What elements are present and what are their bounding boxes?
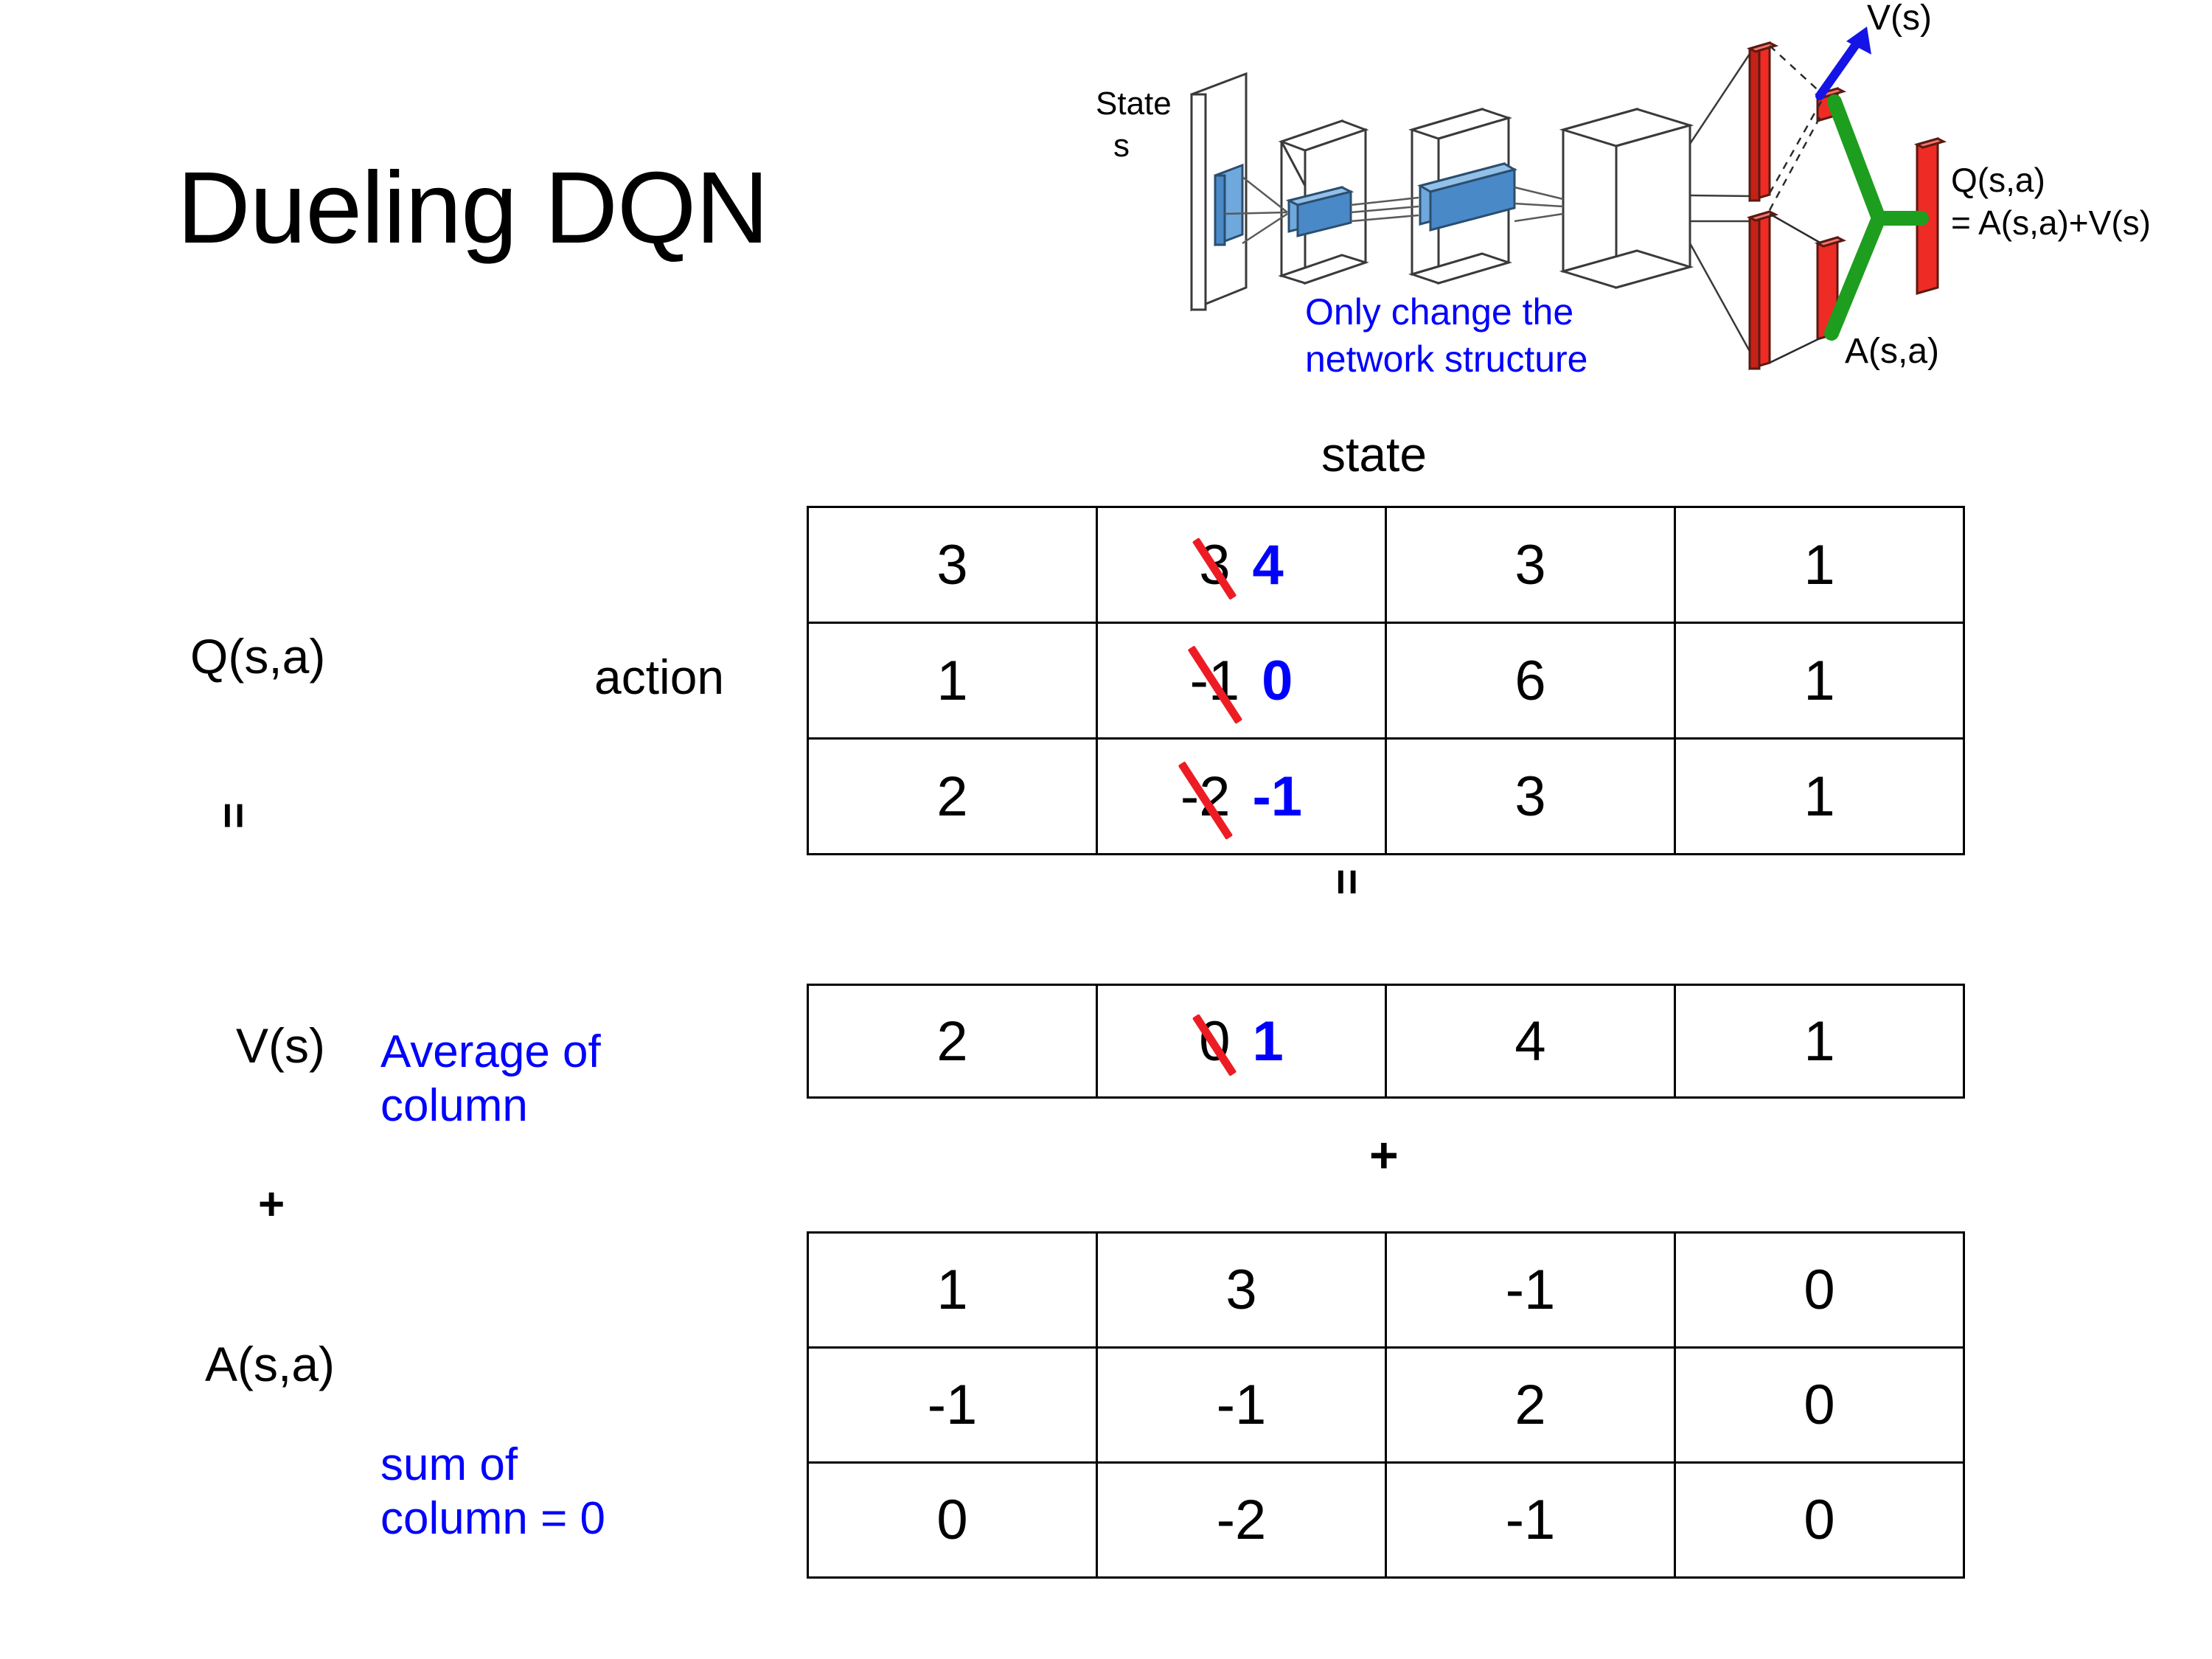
- table-cell: 1: [1674, 984, 1965, 1099]
- average-of-column-note: Average of column: [380, 1025, 601, 1133]
- page-title: Dueling DQN: [177, 151, 769, 265]
- revised-new-value: -1: [1252, 765, 1303, 828]
- state-axis-label: state: [1321, 427, 1427, 481]
- diagram-state-label-line1: State: [1096, 86, 1172, 122]
- revised-cell: -2 -1: [1098, 740, 1385, 853]
- table-cell: 0: [1674, 1231, 1965, 1349]
- revised-new-value: 4: [1252, 533, 1284, 597]
- mid-plus-symbol: +: [1369, 1127, 1399, 1183]
- table-cell: 1: [1674, 737, 1965, 855]
- conv-layer-3-icon: [1559, 108, 1694, 289]
- table-cell: 0: [1674, 1346, 1965, 1464]
- average-of-column-note-line1: Average of: [380, 1026, 601, 1077]
- v-function-label: V(s): [236, 1018, 325, 1073]
- table-cell: 2: [807, 737, 1098, 855]
- table-cell: 0: [807, 1461, 1098, 1579]
- mid-equals-symbol: =: [1321, 869, 1372, 896]
- action-axis-label: action: [594, 650, 725, 704]
- diagram-note-line2: network structure: [1305, 338, 1587, 380]
- table-cell: -1: [1385, 1231, 1676, 1349]
- struck-old-value: -1: [1189, 649, 1240, 712]
- layer-connectors-icon: [1224, 176, 1564, 245]
- revised-new-value: 0: [1262, 649, 1293, 712]
- conv-filter-2-icon: [1417, 162, 1517, 232]
- equals-symbol: =: [208, 802, 259, 830]
- revised-cell: -1 0: [1098, 624, 1385, 737]
- average-of-column-note-line2: column: [380, 1080, 528, 1132]
- diagram-note-line1: Only change the: [1305, 291, 1573, 333]
- table-cell: 0: [1674, 1461, 1965, 1579]
- value-stream-bar-icon: [1746, 41, 1779, 203]
- table-cell: 3: [807, 506, 1098, 624]
- table-cell: 1: [807, 1231, 1098, 1349]
- advantage-stream-bar-icon: [1746, 209, 1779, 371]
- diagram-state-label-line2: s: [1113, 128, 1130, 164]
- table-cell: 1: [1674, 622, 1965, 740]
- q-function-label: Q(s,a): [190, 629, 326, 684]
- diagram-value-output-label: V(s): [1867, 0, 1932, 38]
- struck-old-value: -2: [1180, 765, 1231, 828]
- table-cell: -1: [1385, 1461, 1676, 1579]
- table-cell: 2: [807, 984, 1098, 1099]
- revised-new-value: 1: [1252, 1009, 1284, 1073]
- table-cell: 1: [807, 622, 1098, 740]
- table-cell: 3: [1385, 506, 1676, 624]
- value-output-arrow-icon: [1815, 27, 1871, 100]
- table-cell: -2 -1: [1096, 737, 1387, 855]
- plus-symbol: +: [258, 1179, 285, 1230]
- table-cell: 6: [1385, 622, 1676, 740]
- table-cell: -1 0: [1096, 622, 1387, 740]
- sum-of-column-note-line2: column = 0: [380, 1493, 606, 1545]
- table-cell: 2: [1385, 1346, 1676, 1464]
- diagram-q-output-label-line1: Q(s,a): [1951, 161, 2045, 199]
- conv-layer-1-icon: [1278, 119, 1369, 285]
- conv-filter-1-icon: [1285, 186, 1354, 237]
- sum-of-column-note-line1: sum of: [380, 1439, 518, 1490]
- value-dashed-links-icon: [1768, 45, 1824, 211]
- a-function-label: A(s,a): [205, 1337, 335, 1391]
- aggregation-links-icon: [1824, 94, 1929, 341]
- diagram-advantage-output-label: A(s,a): [1845, 332, 1939, 371]
- dueling-network-diagram: State s V(s) A(s,a) Q(s,a) = A(s,a)+V(s)…: [1091, 0, 2212, 413]
- input-filter-icon: [1214, 163, 1244, 247]
- table-cell: 4: [1385, 984, 1676, 1099]
- sum-of-column-note: sum of column = 0: [380, 1438, 605, 1545]
- diagram-q-output-label-line2: = A(s,a)+V(s): [1951, 204, 2151, 242]
- table-cell: 3: [1385, 737, 1676, 855]
- struck-old-value: 0: [1199, 1009, 1231, 1073]
- fc-connectors-icon: [1688, 51, 1753, 355]
- table-cell: -1: [807, 1346, 1098, 1464]
- table-cell: 1: [1674, 506, 1965, 624]
- table-cell: -2: [1096, 1461, 1387, 1579]
- advantage-links-icon: [1769, 212, 1822, 364]
- table-cell: -1: [1096, 1346, 1387, 1464]
- struck-old-value: 3: [1199, 533, 1231, 597]
- table-cell: 3: [1096, 1231, 1387, 1349]
